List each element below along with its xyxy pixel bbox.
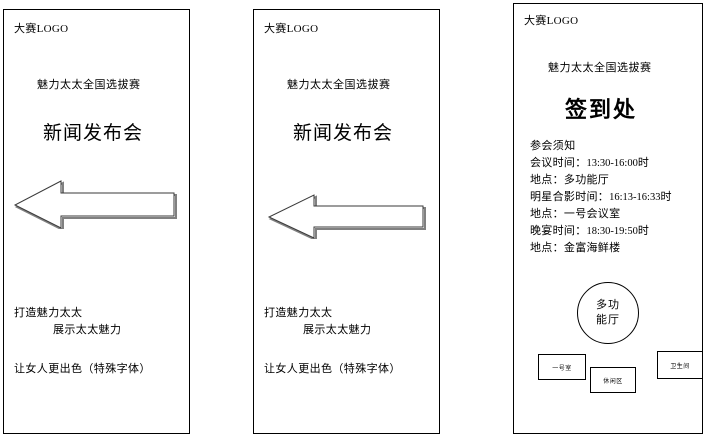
notice-value: 13:30-16:00 <box>586 158 638 169</box>
event-title: 魅力太太全国选拔赛 <box>37 79 141 91</box>
map-lounge-area: 休闲区 <box>590 367 636 393</box>
left-arrow-icon <box>266 191 428 239</box>
map-restroom: 卫生间 <box>657 351 703 379</box>
notice-suffix: 时 <box>660 191 672 203</box>
event-title: 魅力太太全国选拔赛 <box>548 62 652 74</box>
multi-function-hall-marker: 多功 能厅 <box>577 282 639 344</box>
map-room-one: 一号室 <box>538 354 586 380</box>
check-in-poster: 大赛LOGO 魅力太太全国选拔赛 签到处 参会须知 会议时间：13:30-16:… <box>513 3 703 434</box>
notice-line: 会议时间：13:30-16:00时 <box>530 155 702 172</box>
notice-value: 16:13-16:33 <box>609 192 661 203</box>
contest-logo-text: 大赛LOGO <box>524 15 579 27</box>
hall-label-line-1: 多功 <box>596 299 620 311</box>
notice-label: 地点： <box>530 242 564 254</box>
slogan-line-1: 打造魅力太太 <box>264 307 333 319</box>
press-conference-poster-a: 大赛LOGO 魅力太太全国选拔赛 新闻发布会 打造魅力太太 展示太太魅力 让女人… <box>3 9 190 434</box>
notice-suffix: 一号会议室 <box>563 208 621 220</box>
press-conference-poster-b: 大赛LOGO 魅力太太全国选拔赛 新闻发布会 打造魅力太太 展示太太魅力 让女人… <box>253 9 440 434</box>
notice-line: 晚宴时间：18:30-19:50时 <box>530 223 702 240</box>
poster-headline: 新闻发布会 <box>43 123 144 144</box>
notice-suffix: 多功能厅 <box>563 174 610 186</box>
slogan-line-3: 让女人更出色（特殊字体） <box>14 363 151 375</box>
notice-line: 明星合影时间：16:13-16:33时 <box>530 189 702 206</box>
slogan-line-2: 展示太太魅力 <box>53 324 122 336</box>
notice-heading: 参会须知 <box>530 140 576 152</box>
attendee-notice-block: 参会须知 会议时间：13:30-16:00时 地点：多功能厅 明星合影时间：16… <box>530 138 702 257</box>
notice-line: 地点：金富海鲜楼 <box>530 240 702 257</box>
left-arrow-icon <box>12 177 177 229</box>
notice-label: 会议时间： <box>530 157 587 169</box>
notice-suffix: 金富海鲜楼 <box>563 242 621 254</box>
notice-suffix: 时 <box>637 225 650 237</box>
notice-label: 地点： <box>530 208 564 220</box>
contest-logo-text: 大赛LOGO <box>14 23 69 35</box>
slogan-line-3: 让女人更出色（特殊字体） <box>264 363 401 375</box>
notice-label: 晚宴时间： <box>530 225 587 237</box>
notice-line: 地点：一号会议室 <box>530 206 702 223</box>
notice-line: 地点：多功能厅 <box>530 172 702 189</box>
event-title: 魅力太太全国选拔赛 <box>287 79 391 91</box>
notice-suffix: 时 <box>637 157 650 169</box>
poster-headline: 新闻发布会 <box>293 123 394 144</box>
slogan-line-2: 展示太太魅力 <box>303 324 372 336</box>
notice-value: 18:30-19:50 <box>586 226 638 237</box>
notice-label: 明星合影时间： <box>530 191 610 203</box>
poster-headline: 签到处 <box>565 97 638 122</box>
slogan-line-1: 打造魅力太太 <box>14 307 83 319</box>
contest-logo-text: 大赛LOGO <box>264 23 319 35</box>
notice-label: 地点： <box>530 174 564 186</box>
hall-label-line-2: 能厅 <box>596 314 620 326</box>
